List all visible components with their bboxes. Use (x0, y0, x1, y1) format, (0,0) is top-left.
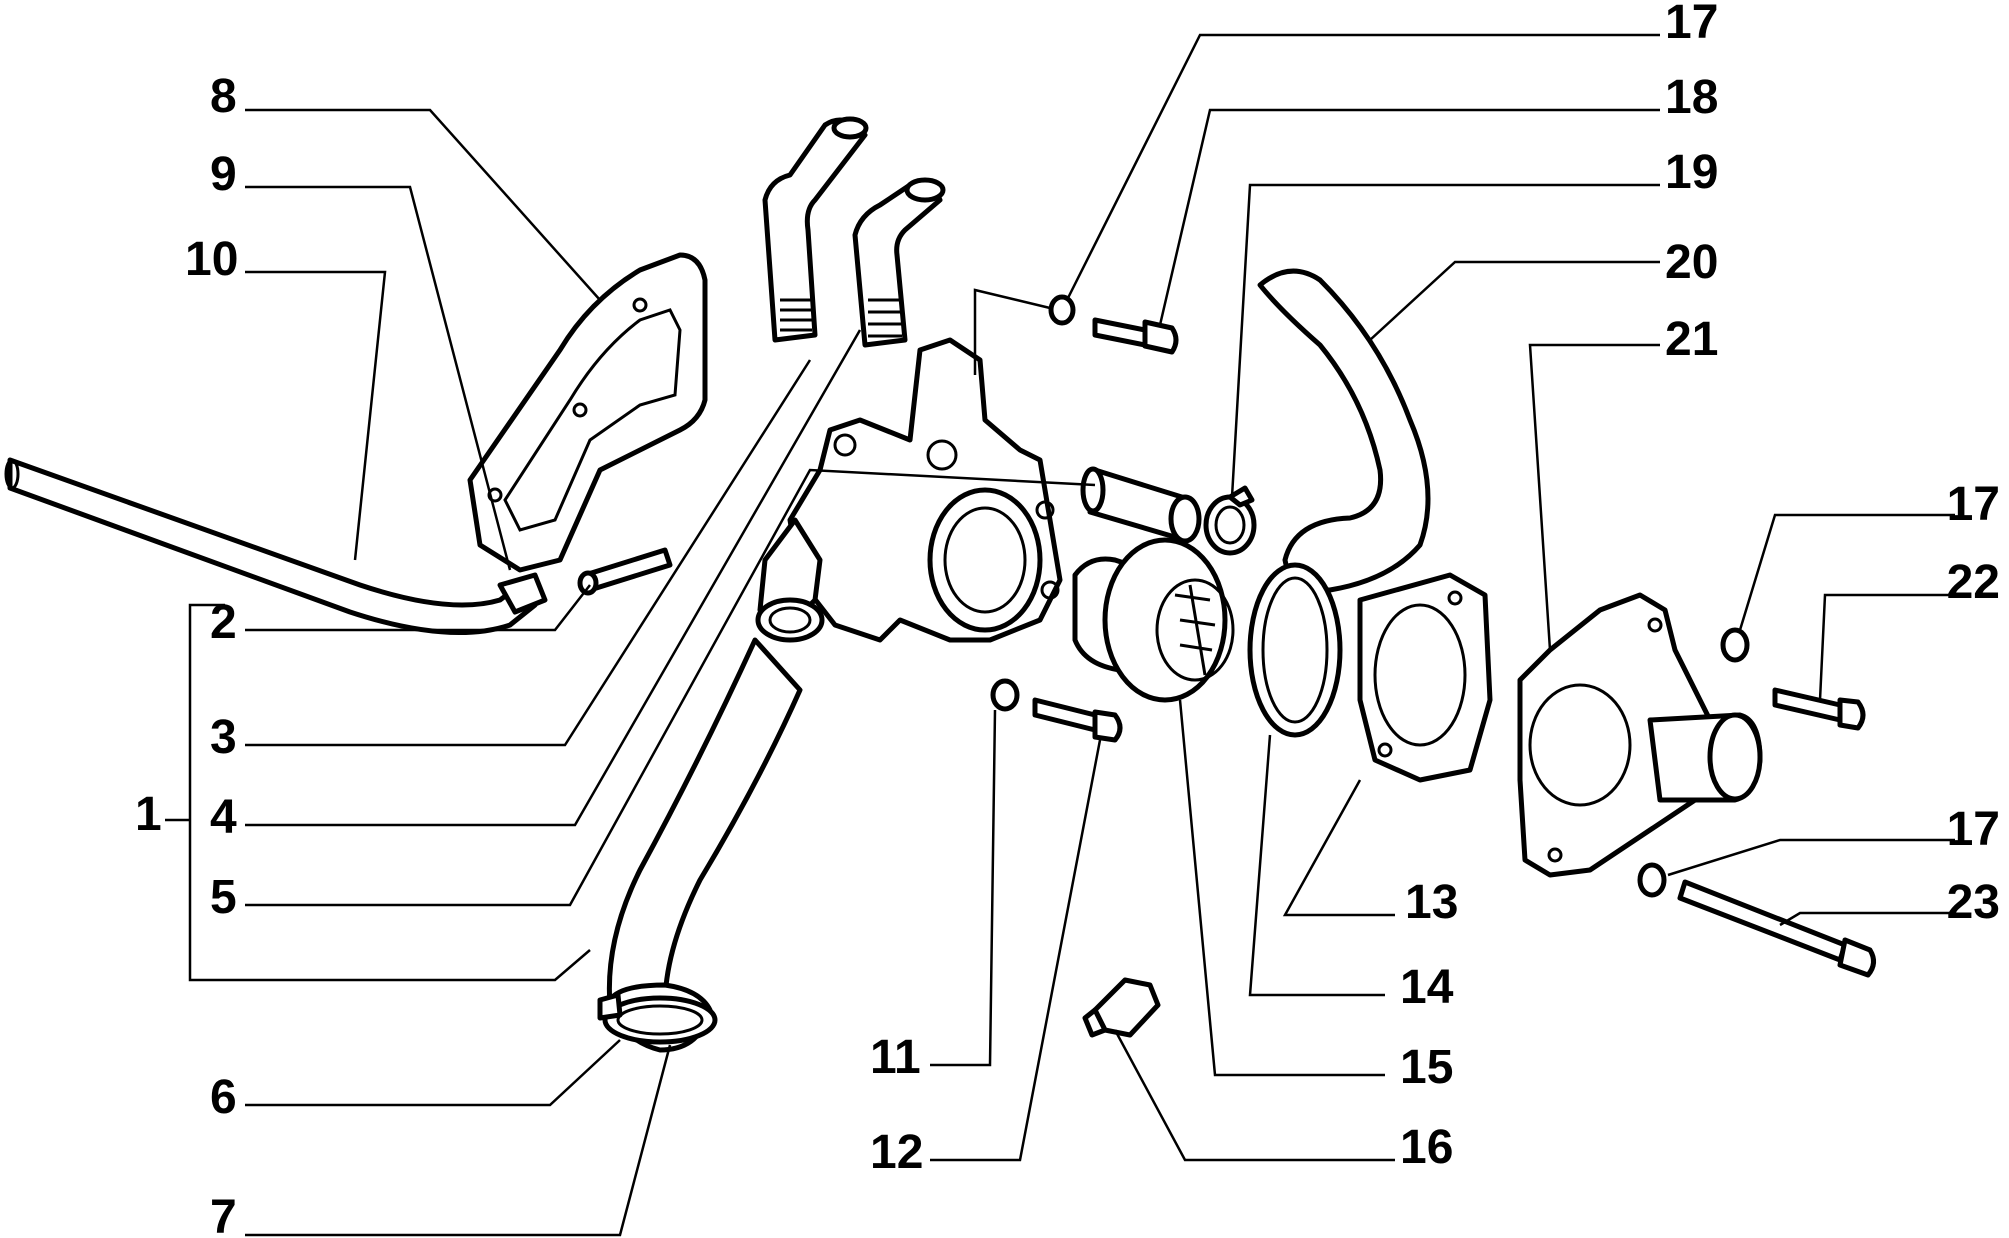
label-17-right-upper: 17 (1947, 478, 2000, 531)
label-4: 4 (210, 791, 237, 844)
label-19: 19 (1665, 146, 1718, 199)
label-23: 23 (1947, 876, 2000, 929)
label-7: 7 (210, 1191, 237, 1238)
label-8: 8 (210, 70, 237, 123)
label-17-right-lower: 17 (1947, 803, 2000, 856)
label-18: 18 (1665, 71, 1718, 124)
long-bolt-23-part (1677, 879, 1876, 978)
o-ring-part (1247, 562, 1343, 738)
label-1: 1 (135, 788, 162, 841)
stud-bolt-part (577, 547, 673, 596)
leader-lines (165, 33, 1955, 1237)
label-17-top: 17 (1665, 0, 1718, 49)
small-clamp-part (1203, 485, 1257, 556)
label-20: 20 (1665, 236, 1718, 289)
washer-right-upper-part (1720, 627, 1750, 663)
washer-lower-part (990, 678, 1020, 712)
bolt-lower-part (1032, 697, 1123, 743)
long-pipe-part (4, 457, 548, 636)
label-13: 13 (1405, 876, 1458, 929)
thermostat-part (1072, 537, 1235, 703)
label-12: 12 (870, 1126, 923, 1179)
label-6: 6 (210, 1071, 237, 1124)
label-21: 21 (1665, 313, 1718, 366)
thermostat-housing-part (755, 337, 1063, 643)
label-16: 16 (1400, 1121, 1453, 1174)
hose-clip-part (597, 992, 718, 1045)
outlet-cover-part (1517, 592, 1763, 878)
label-14: 14 (1400, 961, 1454, 1014)
elbow-hose-left-part (762, 116, 869, 343)
washer-right-lower-part (1637, 862, 1667, 898)
bolt-22-part (1772, 687, 1866, 731)
label-11: 11 (870, 1031, 921, 1084)
label-5: 5 (210, 871, 237, 924)
gasket-plate-part (467, 252, 708, 573)
label-10: 10 (185, 233, 238, 286)
elbow-hose-right-part (852, 177, 946, 348)
label-15: 15 (1400, 1041, 1453, 1094)
thermostat-gasket-part (1357, 572, 1493, 783)
bolt-top-part (1048, 294, 1179, 355)
temperature-sensor-part (1082, 977, 1161, 1038)
sleeve-part (1080, 466, 1202, 544)
part-number-labels: 8 9 10 1 2 3 4 5 6 7 11 12 13 14 15 16 1… (135, 0, 2000, 1238)
label-9: 9 (210, 148, 237, 201)
label-2: 2 (210, 596, 237, 649)
label-3: 3 (210, 711, 237, 764)
label-22: 22 (1947, 556, 2000, 609)
